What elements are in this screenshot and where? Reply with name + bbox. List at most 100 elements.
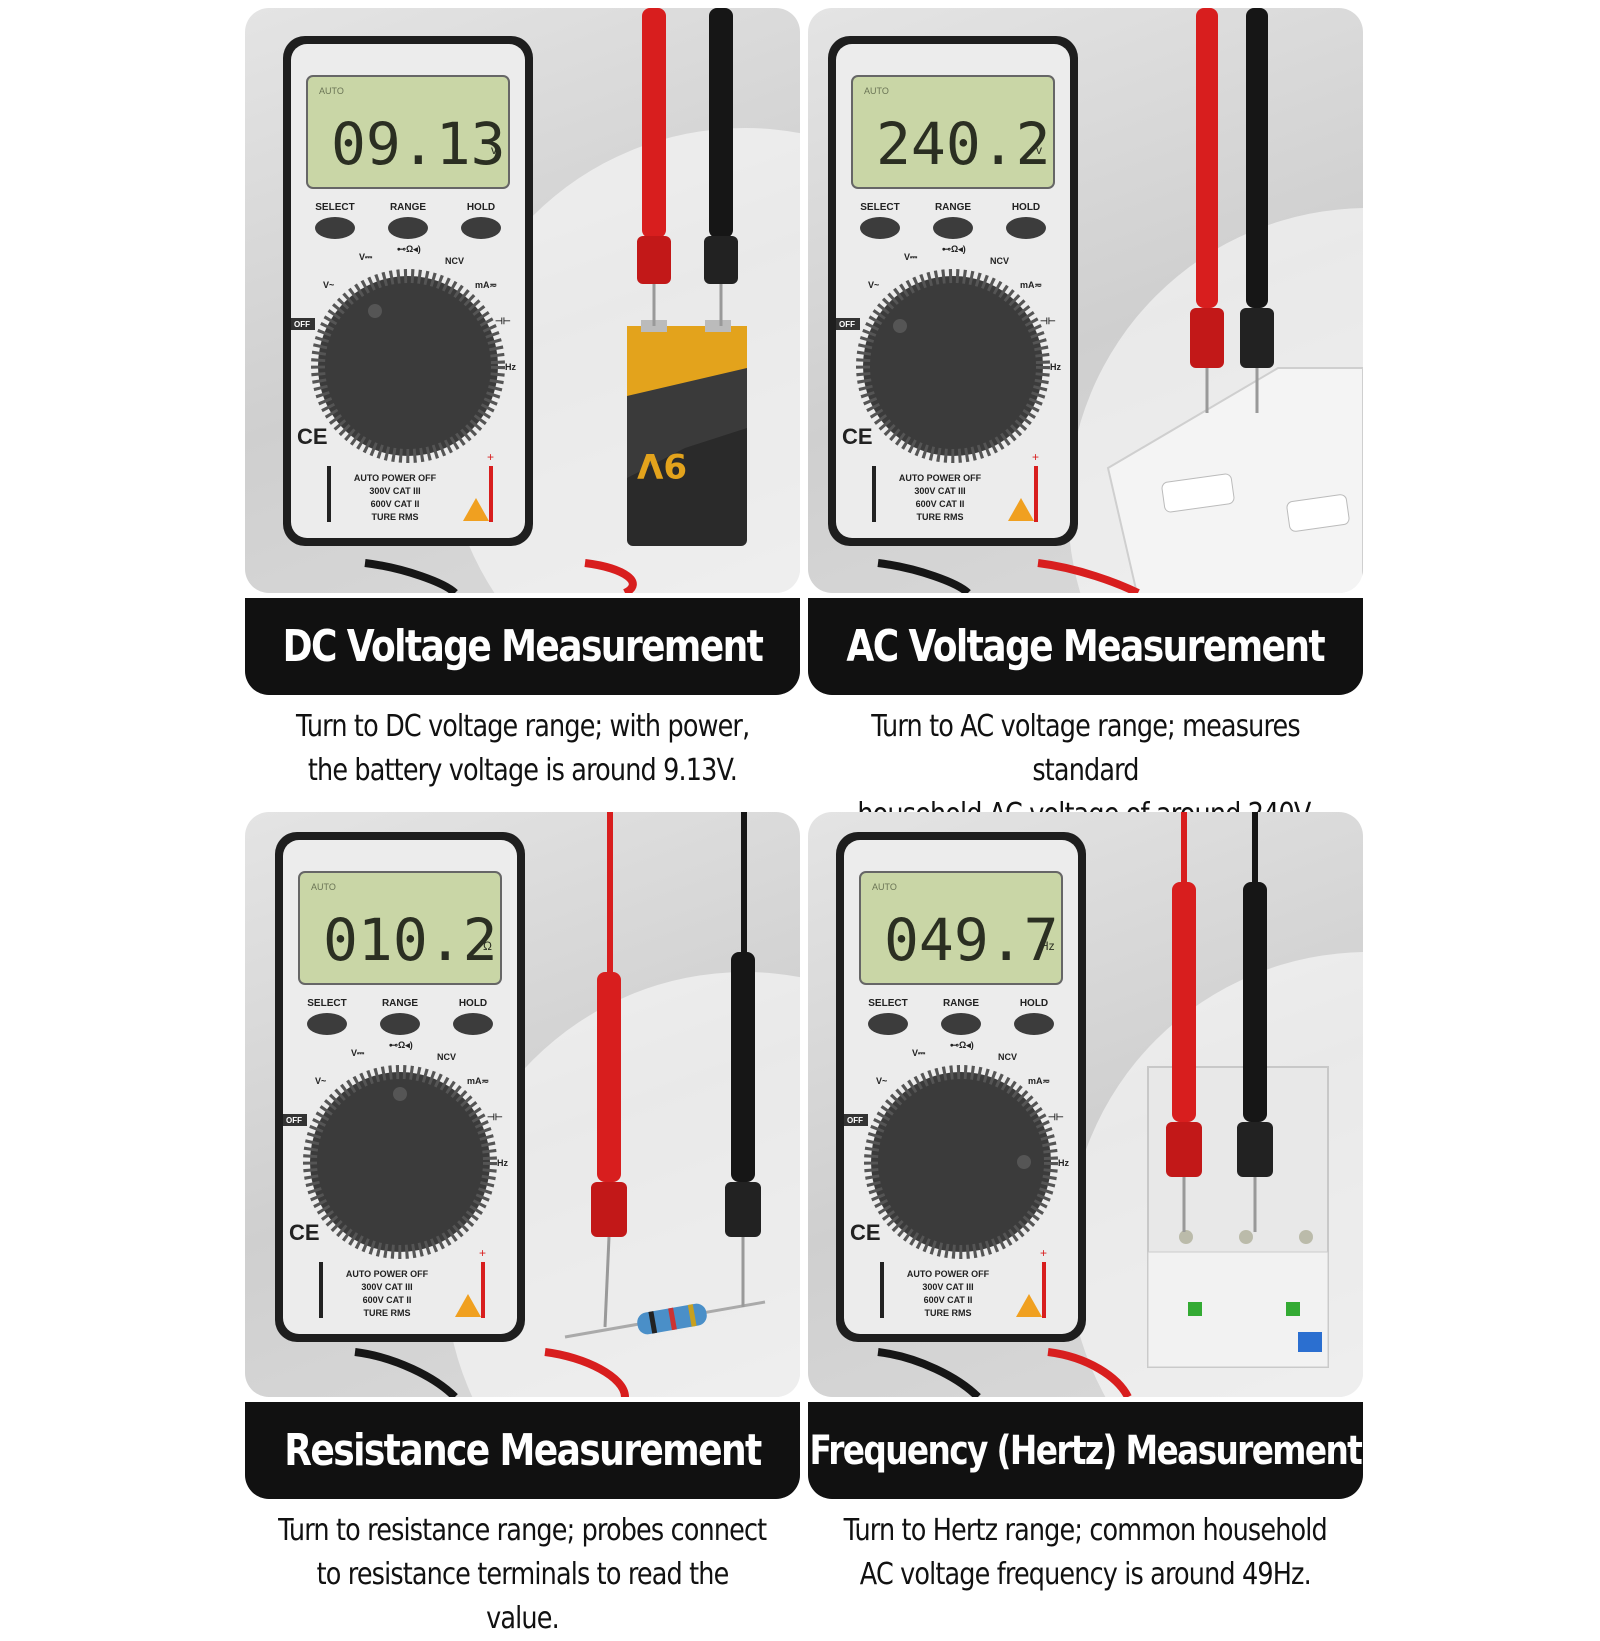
range-button[interactable]	[941, 1013, 981, 1035]
panel-caption: Turn to DC voltage range; with power,the…	[295, 709, 750, 788]
probes-and-breaker	[877, 812, 1329, 1397]
range-button[interactable]	[388, 217, 428, 239]
svg-text:HOLD: HOLD	[1020, 998, 1048, 1009]
rotary-dial[interactable]	[318, 276, 498, 456]
lcd-reading: 049.7	[884, 906, 1059, 974]
probes-and-resistor	[354, 812, 766, 1397]
svg-text:300V CAT III: 300V CAT III	[369, 486, 420, 496]
panel-title: Resistance Measurement	[245, 1402, 800, 1499]
svg-text:600V CAT II: 600V CAT II	[916, 499, 965, 509]
ce-mark: CE	[297, 424, 328, 449]
rotary-dial[interactable]	[863, 276, 1043, 456]
svg-text:OFF: OFF	[286, 1116, 302, 1125]
power-socket	[1106, 367, 1363, 593]
svg-text:600V CAT II: 600V CAT II	[924, 1295, 973, 1305]
svg-text:AUTO POWER OFF: AUTO POWER OFF	[907, 1269, 990, 1279]
red-probe	[637, 8, 671, 326]
svg-text:⊷Ω◂): ⊷Ω◂)	[389, 1040, 413, 1050]
range-button[interactable]	[933, 217, 973, 239]
svg-text:+: +	[1040, 1246, 1047, 1260]
select-button[interactable]	[315, 217, 355, 239]
svg-text:TURE RMS: TURE RMS	[372, 512, 419, 522]
svg-text:300V CAT III: 300V CAT III	[361, 1282, 412, 1292]
svg-text:NCV: NCV	[437, 1052, 456, 1062]
black-probe	[1240, 8, 1274, 413]
black-probe	[1237, 812, 1273, 1232]
svg-text:AUTO: AUTO	[311, 882, 336, 892]
svg-text:V~: V~	[315, 1076, 326, 1086]
svg-text:V⎓: V⎓	[912, 1048, 926, 1058]
lcd-reading: 010.2	[323, 906, 498, 974]
svg-text:RANGE: RANGE	[382, 998, 418, 1009]
range-button[interactable]	[380, 1013, 420, 1035]
hold-button[interactable]	[461, 217, 501, 239]
svg-text:AUTO POWER OFF: AUTO POWER OFF	[354, 473, 437, 483]
black-probe	[725, 812, 761, 1307]
svg-text:RANGE: RANGE	[390, 202, 426, 213]
svg-text:⊷Ω◂): ⊷Ω◂)	[397, 244, 421, 254]
select-button[interactable]	[307, 1013, 347, 1035]
svg-text:AUTO: AUTO	[319, 86, 344, 96]
svg-text:OFF: OFF	[847, 1116, 863, 1125]
warning-icon	[463, 498, 489, 521]
svg-text:mA≂: mA≂	[467, 1076, 489, 1086]
ce-mark: CE	[842, 424, 873, 449]
red-probe	[1190, 8, 1224, 413]
svg-text:V⎓: V⎓	[351, 1048, 365, 1058]
lcd-reading: 09.13	[331, 110, 506, 178]
svg-text:V⎓: V⎓	[904, 252, 918, 262]
svg-text:⊷Ω◂): ⊷Ω◂)	[942, 244, 966, 254]
battery-label: 9V	[636, 445, 687, 485]
svg-text:NCV: NCV	[445, 256, 464, 266]
lcd-unit: v	[491, 143, 497, 157]
ce-mark: CE	[289, 1220, 320, 1245]
rotary-dial[interactable]	[871, 1072, 1051, 1252]
select-button[interactable]	[868, 1013, 908, 1035]
svg-text:600V CAT II: 600V CAT II	[363, 1295, 412, 1305]
svg-text:Hz: Hz	[505, 362, 516, 372]
svg-text:⊣⊢: ⊣⊢	[495, 316, 511, 326]
warning-icon	[1016, 1294, 1042, 1317]
panel-title: Frequency (Hertz) Measurement	[808, 1402, 1363, 1499]
select-button[interactable]	[860, 217, 900, 239]
svg-text:RANGE: RANGE	[943, 998, 979, 1009]
lcd-screen	[859, 871, 1063, 985]
lcd-reading: 240.2	[876, 110, 1051, 178]
svg-text:mA≂: mA≂	[1028, 1076, 1050, 1086]
svg-text:⊣⊢: ⊣⊢	[487, 1112, 503, 1122]
9v-battery: 9V	[627, 320, 747, 546]
resistor	[564, 1300, 766, 1339]
svg-text:600V CAT II: 600V CAT II	[371, 499, 420, 509]
rotary-dial[interactable]	[310, 1072, 490, 1252]
svg-text:AUTO: AUTO	[872, 882, 897, 892]
black-probe	[704, 8, 738, 326]
red-probe	[591, 812, 627, 1328]
lcd-unit: Ω	[483, 939, 492, 953]
hold-button[interactable]	[1006, 217, 1046, 239]
lcd-unit: v	[1036, 143, 1042, 157]
svg-text:NCV: NCV	[998, 1052, 1017, 1062]
svg-text:RANGE: RANGE	[935, 202, 971, 213]
panel-caption: Turn to resistance range; probes connect…	[278, 1513, 767, 1636]
svg-text:Hz: Hz	[1050, 362, 1061, 372]
lcd-screen	[306, 75, 510, 189]
svg-text:SELECT: SELECT	[307, 998, 346, 1009]
panel-title: AC Voltage Measurement	[808, 598, 1363, 695]
svg-text:AUTO POWER OFF: AUTO POWER OFF	[899, 473, 982, 483]
svg-text:V⎓: V⎓	[359, 252, 373, 262]
hold-button[interactable]	[453, 1013, 493, 1035]
svg-text:⊷Ω◂): ⊷Ω◂)	[950, 1040, 974, 1050]
probes-and-socket	[877, 8, 1363, 593]
svg-text:AUTO: AUTO	[864, 86, 889, 96]
hold-button[interactable]	[1014, 1013, 1054, 1035]
svg-text:+: +	[1032, 450, 1039, 464]
